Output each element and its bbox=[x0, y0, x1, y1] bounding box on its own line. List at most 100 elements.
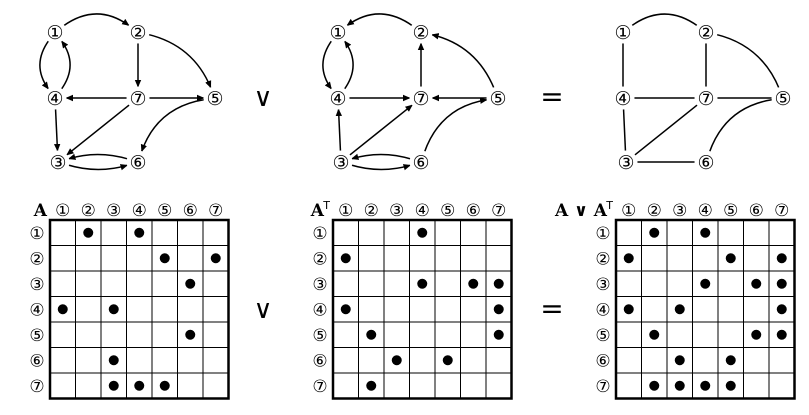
matrix-label-sup-AT: T bbox=[322, 199, 330, 212]
matrix-dot-7-3 bbox=[108, 380, 119, 391]
edge-5-6 bbox=[708, 98, 774, 153]
matrix-dot-5-6 bbox=[185, 329, 196, 340]
edge-3-7 bbox=[633, 103, 699, 157]
edge-4-1 bbox=[343, 40, 354, 91]
edge-2-5 bbox=[147, 33, 212, 89]
matrix-dot-2-5 bbox=[159, 253, 170, 264]
matrix-dot-4-7 bbox=[776, 304, 787, 315]
node-7: ⑦ bbox=[409, 86, 433, 110]
equals-operator-graphs: = bbox=[540, 80, 563, 113]
node-3: ③ bbox=[614, 150, 638, 174]
node-7: ⑦ bbox=[126, 86, 150, 110]
matrix-dot-2-5 bbox=[725, 253, 736, 264]
row-header-6: ⑥ bbox=[29, 351, 44, 371]
edge-6-5 bbox=[423, 97, 488, 153]
matrix-dot-6-5 bbox=[442, 355, 453, 366]
edge-3-6 bbox=[67, 164, 128, 171]
edge-4-3 bbox=[53, 107, 61, 152]
matrix-label-A: A bbox=[33, 201, 48, 221]
node-label-2: ② bbox=[129, 22, 146, 44]
matrix-label-AT: A bbox=[310, 201, 325, 221]
matrix-dot-2-1 bbox=[340, 253, 351, 264]
matrix-dot-7-4 bbox=[700, 380, 711, 391]
row-header-4: ④ bbox=[312, 300, 327, 320]
row-header-5: ⑤ bbox=[312, 326, 327, 346]
matrix-dot-1-4 bbox=[417, 227, 428, 238]
node-label-2: ② bbox=[697, 22, 714, 44]
matrix-dot-6-3 bbox=[391, 355, 402, 366]
row-header-2: ② bbox=[595, 249, 610, 269]
matrix-dot-6-3 bbox=[674, 355, 685, 366]
matrix-dot-5-6 bbox=[751, 329, 762, 340]
row-header-4: ④ bbox=[595, 300, 610, 320]
row-header-1: ① bbox=[312, 224, 327, 244]
row-header-6: ⑥ bbox=[595, 351, 610, 371]
col-header-4: ④ bbox=[132, 201, 147, 221]
node-4: ④ bbox=[43, 86, 67, 110]
node-label-4: ④ bbox=[46, 88, 63, 110]
col-header-4: ④ bbox=[415, 201, 430, 221]
row-header-2: ② bbox=[312, 249, 327, 269]
matrix-label-AorAT: A ∨ A bbox=[554, 201, 608, 221]
col-header-1: ① bbox=[338, 201, 353, 221]
matrix-dot-7-2 bbox=[366, 380, 377, 391]
row-header-3: ③ bbox=[29, 275, 44, 295]
matrix-dot-2-1 bbox=[623, 253, 634, 264]
node-label-5: ⑤ bbox=[489, 88, 506, 110]
edge-2-1 bbox=[346, 13, 414, 27]
node-2: ② bbox=[694, 20, 718, 44]
col-header-5: ⑤ bbox=[157, 201, 172, 221]
edge-3-6 bbox=[350, 164, 411, 171]
node-label-3: ③ bbox=[332, 152, 349, 174]
edge-3-4 bbox=[335, 108, 343, 153]
node-6: ⑥ bbox=[126, 150, 150, 174]
node-6: ⑥ bbox=[409, 150, 433, 174]
row-header-3: ③ bbox=[312, 275, 327, 295]
edge-3-4 bbox=[622, 107, 627, 153]
row-header-1: ① bbox=[595, 224, 610, 244]
matrix-dot-5-7 bbox=[776, 329, 787, 340]
node-3: ③ bbox=[46, 150, 70, 174]
node-4: ④ bbox=[611, 86, 635, 110]
row-header-2: ② bbox=[29, 249, 44, 269]
matrix-dot-7-3 bbox=[674, 380, 685, 391]
matrix-dot-4-7 bbox=[493, 304, 504, 315]
node-3: ③ bbox=[329, 150, 353, 174]
matrix-dot-5-2 bbox=[649, 329, 660, 340]
matrix-dot-7-5 bbox=[159, 380, 170, 391]
or-operator-graphs: ∨ bbox=[253, 83, 272, 113]
col-header-7: ⑦ bbox=[774, 201, 789, 221]
node-5: ⑤ bbox=[203, 86, 227, 110]
matrix-border bbox=[48, 218, 230, 400]
matrix-border bbox=[331, 218, 513, 400]
edge-6-3 bbox=[68, 153, 129, 160]
col-header-6: ⑥ bbox=[183, 201, 198, 221]
node-1: ① bbox=[611, 20, 635, 44]
matrix-border bbox=[614, 218, 796, 400]
matrix-dot-3-6 bbox=[751, 278, 762, 289]
node-label-3: ③ bbox=[617, 152, 634, 174]
node-2: ② bbox=[126, 20, 150, 44]
node-label-5: ⑤ bbox=[774, 88, 791, 110]
node-label-4: ④ bbox=[329, 88, 346, 110]
col-header-1: ① bbox=[55, 201, 70, 221]
node-5: ⑤ bbox=[486, 86, 510, 110]
row-header-5: ⑤ bbox=[595, 326, 610, 346]
row-header-7: ⑦ bbox=[29, 377, 44, 397]
matrix-dot-7-2 bbox=[649, 380, 660, 391]
edge-1-2 bbox=[62, 13, 130, 27]
matrix-dot-5-7 bbox=[493, 329, 504, 340]
node-label-1: ① bbox=[46, 22, 63, 44]
matrix-dot-1-2 bbox=[83, 227, 94, 238]
edge-1-4 bbox=[322, 39, 333, 90]
node-label-3: ③ bbox=[49, 152, 66, 174]
col-header-7: ⑦ bbox=[491, 201, 506, 221]
edge-7-3 bbox=[66, 103, 131, 156]
edge-5-6 bbox=[140, 98, 206, 153]
row-header-4: ④ bbox=[29, 300, 44, 320]
edge-1-4 bbox=[39, 39, 50, 90]
